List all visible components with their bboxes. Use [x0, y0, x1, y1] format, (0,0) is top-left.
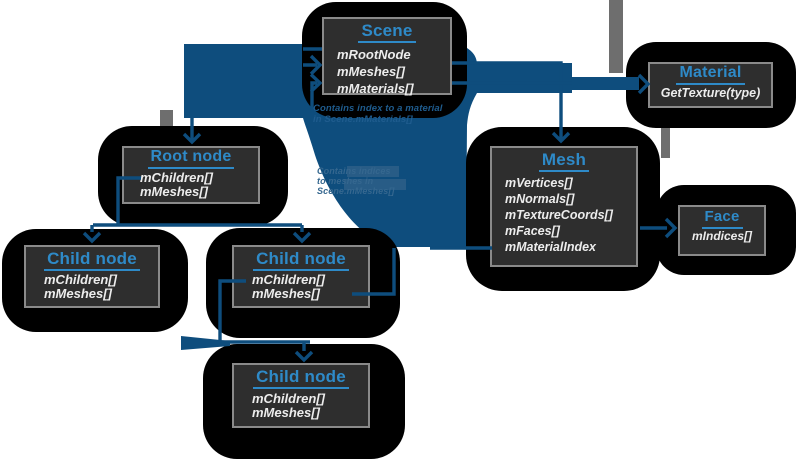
material-note-line: Contains index to a material: [313, 103, 443, 114]
material-title: Material: [676, 64, 745, 85]
root-node-box: Root node mChildren[]mMeshes[]: [122, 146, 260, 204]
mfaces-to-face-line: [640, 217, 678, 239]
child-node-box-bottom: Child node mChildren[]mMeshes[]: [232, 363, 370, 428]
note-remnant-highlight: [347, 166, 399, 177]
material-note-line: in Scene.mMaterials[]: [313, 113, 413, 125]
child2-field: mChildren[]: [252, 272, 325, 288]
child3-field: mMeshes[]: [252, 405, 320, 421]
root-node-title: Root node: [147, 148, 235, 169]
root-field: mMeshes[]: [140, 183, 208, 199]
child-node-box-left: Child node mChildren[]mMeshes[]: [24, 245, 160, 308]
face-title: Face: [701, 208, 743, 229]
material-field: GetTexture(type): [660, 85, 761, 100]
material-box: Material GetTexture(type): [648, 62, 773, 108]
scene-title: Scene: [358, 21, 416, 44]
big-blue-swoosh-shape: [184, 44, 572, 247]
mesh-field: mTextureCoords[]: [505, 208, 613, 223]
arrow-into-material-icon: [637, 73, 651, 95]
mesh-field: mMaterialIndex: [505, 240, 597, 255]
note-remnant-highlight: [344, 179, 406, 190]
gray-remnant-strip: [609, 0, 623, 73]
white-remnant-bar: [293, 142, 300, 184]
arrow-into-scene-mmaterials-icon: [309, 73, 323, 113]
mesh-box: Mesh mVertices[]mNormals[]mTextureCoords…: [490, 146, 638, 267]
child-node-title: Child node: [253, 367, 349, 390]
child-node-title: Child node: [44, 249, 140, 272]
mesh-note-line: to meshes in: [317, 176, 374, 186]
mesh-note-line: Contains indices: [317, 166, 391, 176]
gray-remnant-strip: [661, 128, 670, 158]
child2-field: mMeshes[]: [252, 286, 320, 302]
root-field: mChildren[]: [140, 169, 213, 185]
child-mmeshes-riser-line: [352, 248, 396, 296]
mesh-field: mVertices[]: [505, 176, 573, 191]
material-arrow-bar: [572, 77, 639, 90]
face-field: mIndices[]: [691, 228, 752, 243]
child1-field: mMeshes[]: [44, 286, 112, 302]
child1-field: mChildren[]: [44, 272, 117, 288]
scene-field: mRootNode: [337, 47, 411, 63]
scene-field: mMeshes[]: [337, 64, 405, 80]
scene-field: mMaterials[]: [337, 81, 414, 97]
face-box: Face mIndices[]: [678, 205, 766, 256]
arrow-into-scene-mmeshes-icon: [303, 54, 323, 76]
root-mchildren-branch-line: [82, 176, 312, 244]
child-node-box-middle: Child node mChildren[]mMeshes[]: [232, 245, 370, 308]
mesh-field: mNormals[]: [505, 192, 575, 207]
child3-field: mChildren[]: [252, 391, 325, 407]
mesh-title: Mesh: [538, 150, 590, 173]
scene-mmeshes-to-mesh-line: [452, 61, 571, 144]
swoosh-tail-shape: [181, 336, 230, 350]
arrow-to-root-node-icon: [182, 118, 202, 145]
child-mchildren-line: [218, 279, 314, 363]
mesh-note-line: Scene.mMeshes[]: [317, 186, 395, 196]
child-node-title: Child node: [253, 249, 349, 272]
mesh-field: mFaces[]: [505, 224, 560, 239]
